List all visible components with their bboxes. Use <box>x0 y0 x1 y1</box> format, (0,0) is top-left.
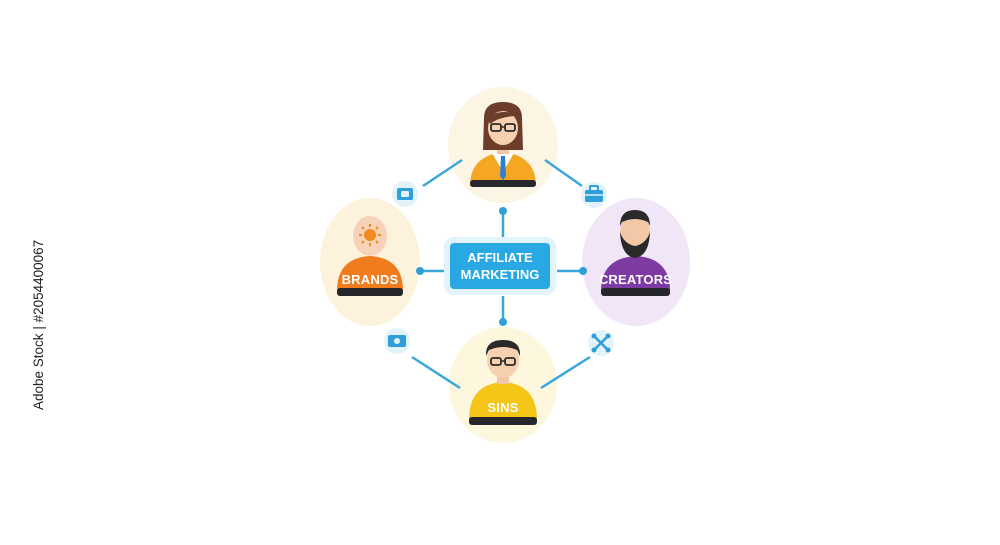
stock-watermark: Adobe Stock | #2054400067 <box>31 240 46 410</box>
connector-top-left <box>422 158 463 188</box>
network-icon <box>588 330 614 356</box>
sun-icon <box>359 224 381 246</box>
brands-avatar <box>337 216 403 296</box>
center-label-line2: MARKETING <box>460 267 540 282</box>
stock-id: 2054400067 <box>31 239 46 315</box>
top-person-avatar <box>470 102 536 187</box>
sins-label: SINS <box>487 400 519 415</box>
connector-bottom-left <box>411 355 461 390</box>
connector-top-right <box>544 158 583 188</box>
center-box-affiliate-marketing: AFFILIATE MARKETING <box>450 243 550 289</box>
briefcase-icon <box>581 182 607 208</box>
connector-dots <box>416 207 587 326</box>
stock-separator: | # <box>31 314 46 330</box>
creators-label: CREATORS <box>598 272 673 287</box>
wallet-icon <box>392 181 418 207</box>
connectors <box>411 158 591 390</box>
connector-bottom-right <box>540 355 591 390</box>
cash-icon <box>384 328 410 354</box>
stock-source: Adobe Stock <box>31 333 46 410</box>
center-label-line1: AFFILIATE <box>467 250 533 265</box>
creators-avatar <box>601 210 670 296</box>
sins-avatar <box>469 340 537 425</box>
brands-label: BRANDS <box>341 272 399 287</box>
